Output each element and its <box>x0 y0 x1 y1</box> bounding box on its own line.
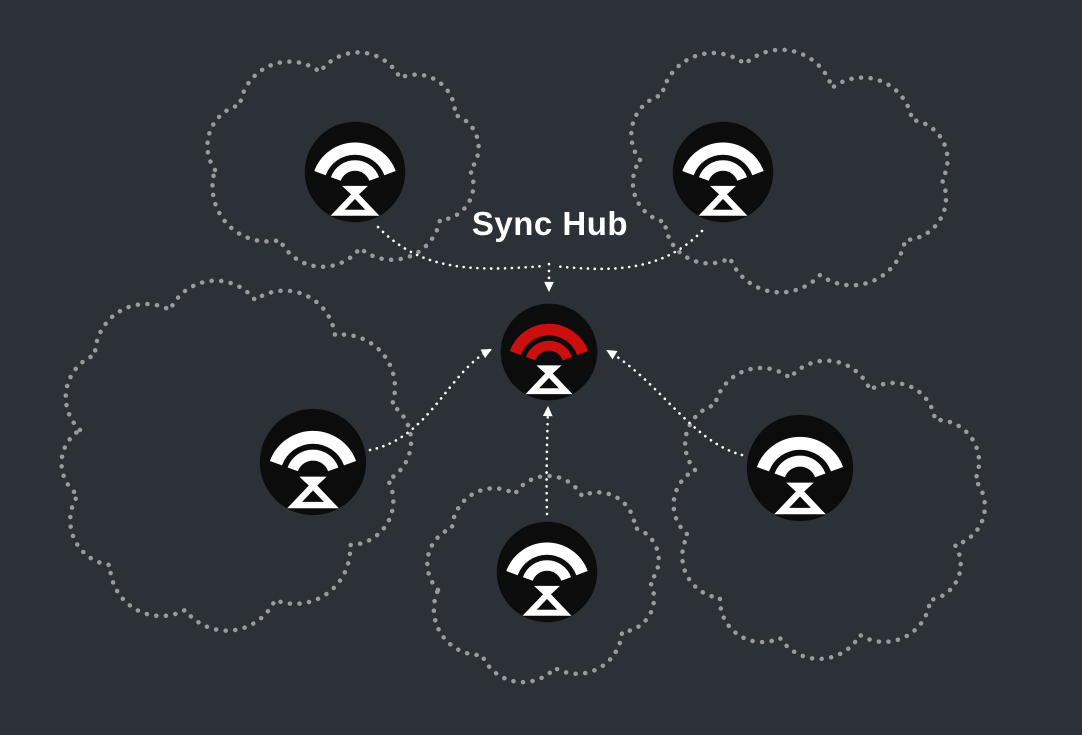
device-node-mid-right <box>747 415 853 521</box>
sync-edge-bottom <box>542 405 553 516</box>
device-node-top-left <box>305 122 406 223</box>
sync-edge-mid-right <box>606 349 744 457</box>
cloud-layer <box>59 47 988 685</box>
device-node-top-right <box>673 122 774 223</box>
device-node-bottom-center <box>497 522 598 623</box>
cloud-outline-bottom-center <box>425 473 661 685</box>
sync-edge-top-right <box>552 229 704 271</box>
device-node-mid-left <box>260 409 366 515</box>
hub-label: Sync Hub <box>472 205 628 242</box>
hub-node <box>501 304 598 401</box>
edge-layer <box>368 225 744 516</box>
sync-edge-mid-left <box>368 348 492 452</box>
sync-edge-top-left <box>376 225 546 270</box>
cloud-outline-top-left <box>205 50 481 269</box>
